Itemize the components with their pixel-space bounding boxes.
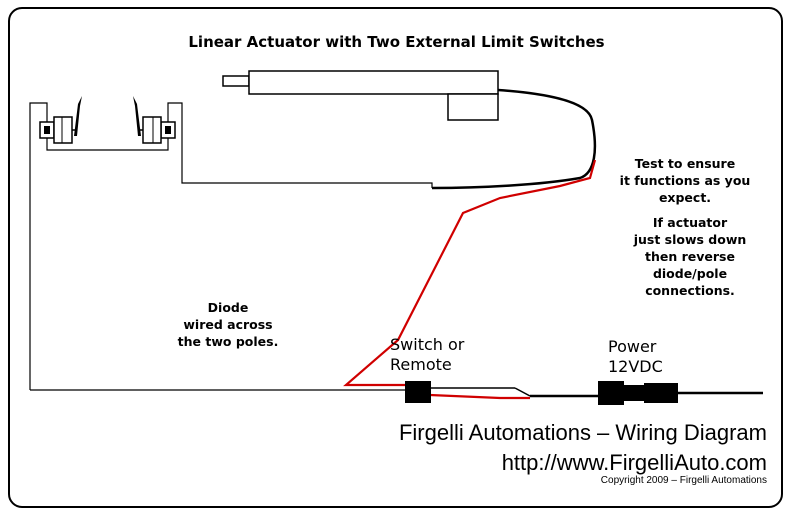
wire-red [343,159,597,400]
brand-url: http://www.FirgelliAuto.com [501,450,767,475]
diagram-title: Linear Actuator with Two External Limit … [188,33,605,51]
actuator-housing [248,70,499,95]
actuator-motor-box [447,93,499,121]
diagram-frame [8,7,783,508]
power-connector-female [598,381,624,405]
linear-actuator [222,70,499,121]
power-connector-male [624,385,644,401]
power-label: Power 12VDC [608,337,663,376]
switch-remote-block [405,381,431,403]
test-note: Test to ensure it functions as you expec… [619,156,751,205]
limit-switch-right [133,96,176,144]
brand-title: Firgelli Automations – Wiring Diagram [398,420,767,445]
reverse-note: If actuator just slows down then reverse… [633,215,747,298]
copyright-text: Copyright 2009 – Firgelli Automations [600,475,767,486]
power-plug-body [644,383,678,403]
actuator-cable [431,88,597,190]
wire-black [29,102,433,391]
actuator-rod [222,75,250,87]
diode-note: Diode wired across the two poles. [177,300,279,349]
switch-remote-label: Switch or Remote [390,335,465,374]
